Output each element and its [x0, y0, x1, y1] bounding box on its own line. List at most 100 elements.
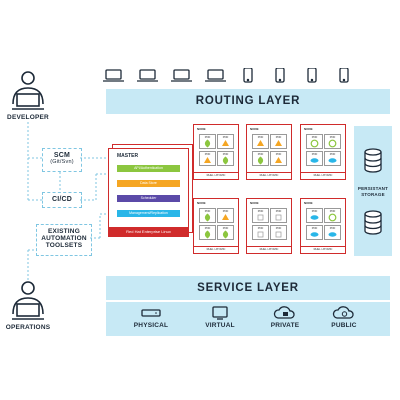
pod-label: POD [257, 135, 264, 139]
pod: POD [306, 151, 323, 166]
node-footer: RHEL / ATOMIC [247, 246, 291, 253]
pod-label: POD [275, 209, 282, 213]
pod: POD [199, 151, 216, 166]
pod: POD [252, 225, 269, 240]
pod-label: POD [222, 152, 229, 156]
phone-icon [339, 67, 349, 83]
service-virtual: VIRTUAL [205, 322, 235, 329]
pod: POD [306, 134, 323, 149]
pod: POD [199, 225, 216, 240]
service-types-bar: PHYSICAL VIRTUAL PRIVATE PUBLIC [106, 302, 390, 336]
service-layer-bar: SERVICE LAYER [106, 276, 390, 300]
container-icon [204, 230, 211, 239]
laptop-icon [171, 69, 192, 82]
operations-icon [12, 281, 44, 320]
container-icon [310, 158, 319, 163]
scm-label: SCM [53, 152, 71, 159]
container-icon [275, 140, 282, 146]
container-icon [310, 232, 319, 237]
pod: POD [324, 151, 341, 166]
pod-label: POD [329, 135, 336, 139]
pod-label: POD [311, 152, 318, 156]
master-item-scheduler: Scheduler [117, 195, 180, 202]
master-footer: Red Hat Enterprise Linux [109, 227, 188, 236]
pod-label: POD [275, 135, 282, 139]
container-icon [275, 231, 282, 238]
server-icon [141, 309, 161, 317]
database-icon [364, 148, 382, 173]
pod-label: POD [275, 226, 282, 230]
private-cloud-icon [273, 306, 295, 319]
device-icons [103, 67, 349, 83]
pod: POD [199, 134, 216, 149]
node-title: NODE [197, 201, 206, 205]
container-icon [328, 213, 337, 222]
phone-icon [243, 67, 253, 83]
pod-label: POD [222, 226, 229, 230]
pod-label: POD [311, 209, 318, 213]
service-public: PUBLIC [331, 322, 357, 329]
pod: POD [270, 151, 287, 166]
vm-icon [212, 306, 228, 320]
storage-line2: STORAGE [361, 192, 385, 197]
node-footer: RHEL / ATOMIC [194, 246, 238, 253]
container-icon [328, 158, 337, 163]
automation-line2: AUTOMATION [41, 235, 87, 242]
automation-line3: TOOLSETS [45, 242, 83, 249]
container-icon [257, 231, 264, 238]
node-title: NODE [250, 127, 259, 131]
scm-sublabel: (Git/Svn) [50, 159, 74, 165]
pod-label: POD [311, 226, 318, 230]
pod: POD [217, 208, 234, 223]
pod: POD [324, 225, 341, 240]
database-icon [364, 210, 382, 235]
routing-layer-bar: ROUTING LAYER [106, 89, 390, 114]
phone-icon [275, 67, 285, 83]
scm-box: SCM (Git/Svn) [42, 148, 82, 172]
node-title: NODE [197, 127, 206, 131]
pod: POD [306, 225, 323, 240]
pod: POD [252, 151, 269, 166]
service-layer-title: SERVICE LAYER [197, 282, 299, 294]
pod-label: POD [204, 226, 211, 230]
client-devices [100, 67, 380, 84]
node-footer: RHEL / ATOMIC [301, 172, 345, 179]
node-footer: RHEL / ATOMIC [301, 246, 345, 253]
persistent-storage: PERSISTANT STORAGE [354, 126, 392, 256]
container-icon [257, 140, 264, 146]
node-box: NODE POD POD POD POD RHEL / ATOMIC [193, 198, 239, 254]
master-item-management: Management/Replication [117, 210, 180, 217]
pod-label: POD [311, 135, 318, 139]
node-footer: RHEL / ATOMIC [194, 172, 238, 179]
pod-label: POD [222, 135, 229, 139]
pod-label: POD [222, 209, 229, 213]
laptop-icon [137, 69, 158, 82]
container-icon [222, 156, 229, 165]
pod: POD [270, 208, 287, 223]
container-icon [204, 213, 211, 222]
container-icon [222, 230, 229, 239]
phone-icon [307, 67, 317, 83]
public-cloud-icon [332, 306, 354, 319]
developer-label: DEVELOPER [7, 114, 49, 121]
automation-line1: EXISTING [48, 228, 80, 235]
container-icon [257, 214, 264, 221]
laptop-icon [205, 69, 226, 82]
storage-line1: PERSISTANT [357, 186, 389, 191]
pod-label: POD [329, 152, 336, 156]
pod-label: POD [329, 226, 336, 230]
pod-label: POD [329, 209, 336, 213]
container-icon [328, 139, 337, 148]
master-title: MASTER [117, 153, 139, 159]
pod-label: POD [257, 209, 264, 213]
pod-label: POD [204, 135, 211, 139]
laptop-icon [103, 69, 124, 82]
pod: POD [324, 134, 341, 149]
container-icon [310, 139, 319, 148]
pod: POD [270, 134, 287, 149]
pod: POD [199, 208, 216, 223]
